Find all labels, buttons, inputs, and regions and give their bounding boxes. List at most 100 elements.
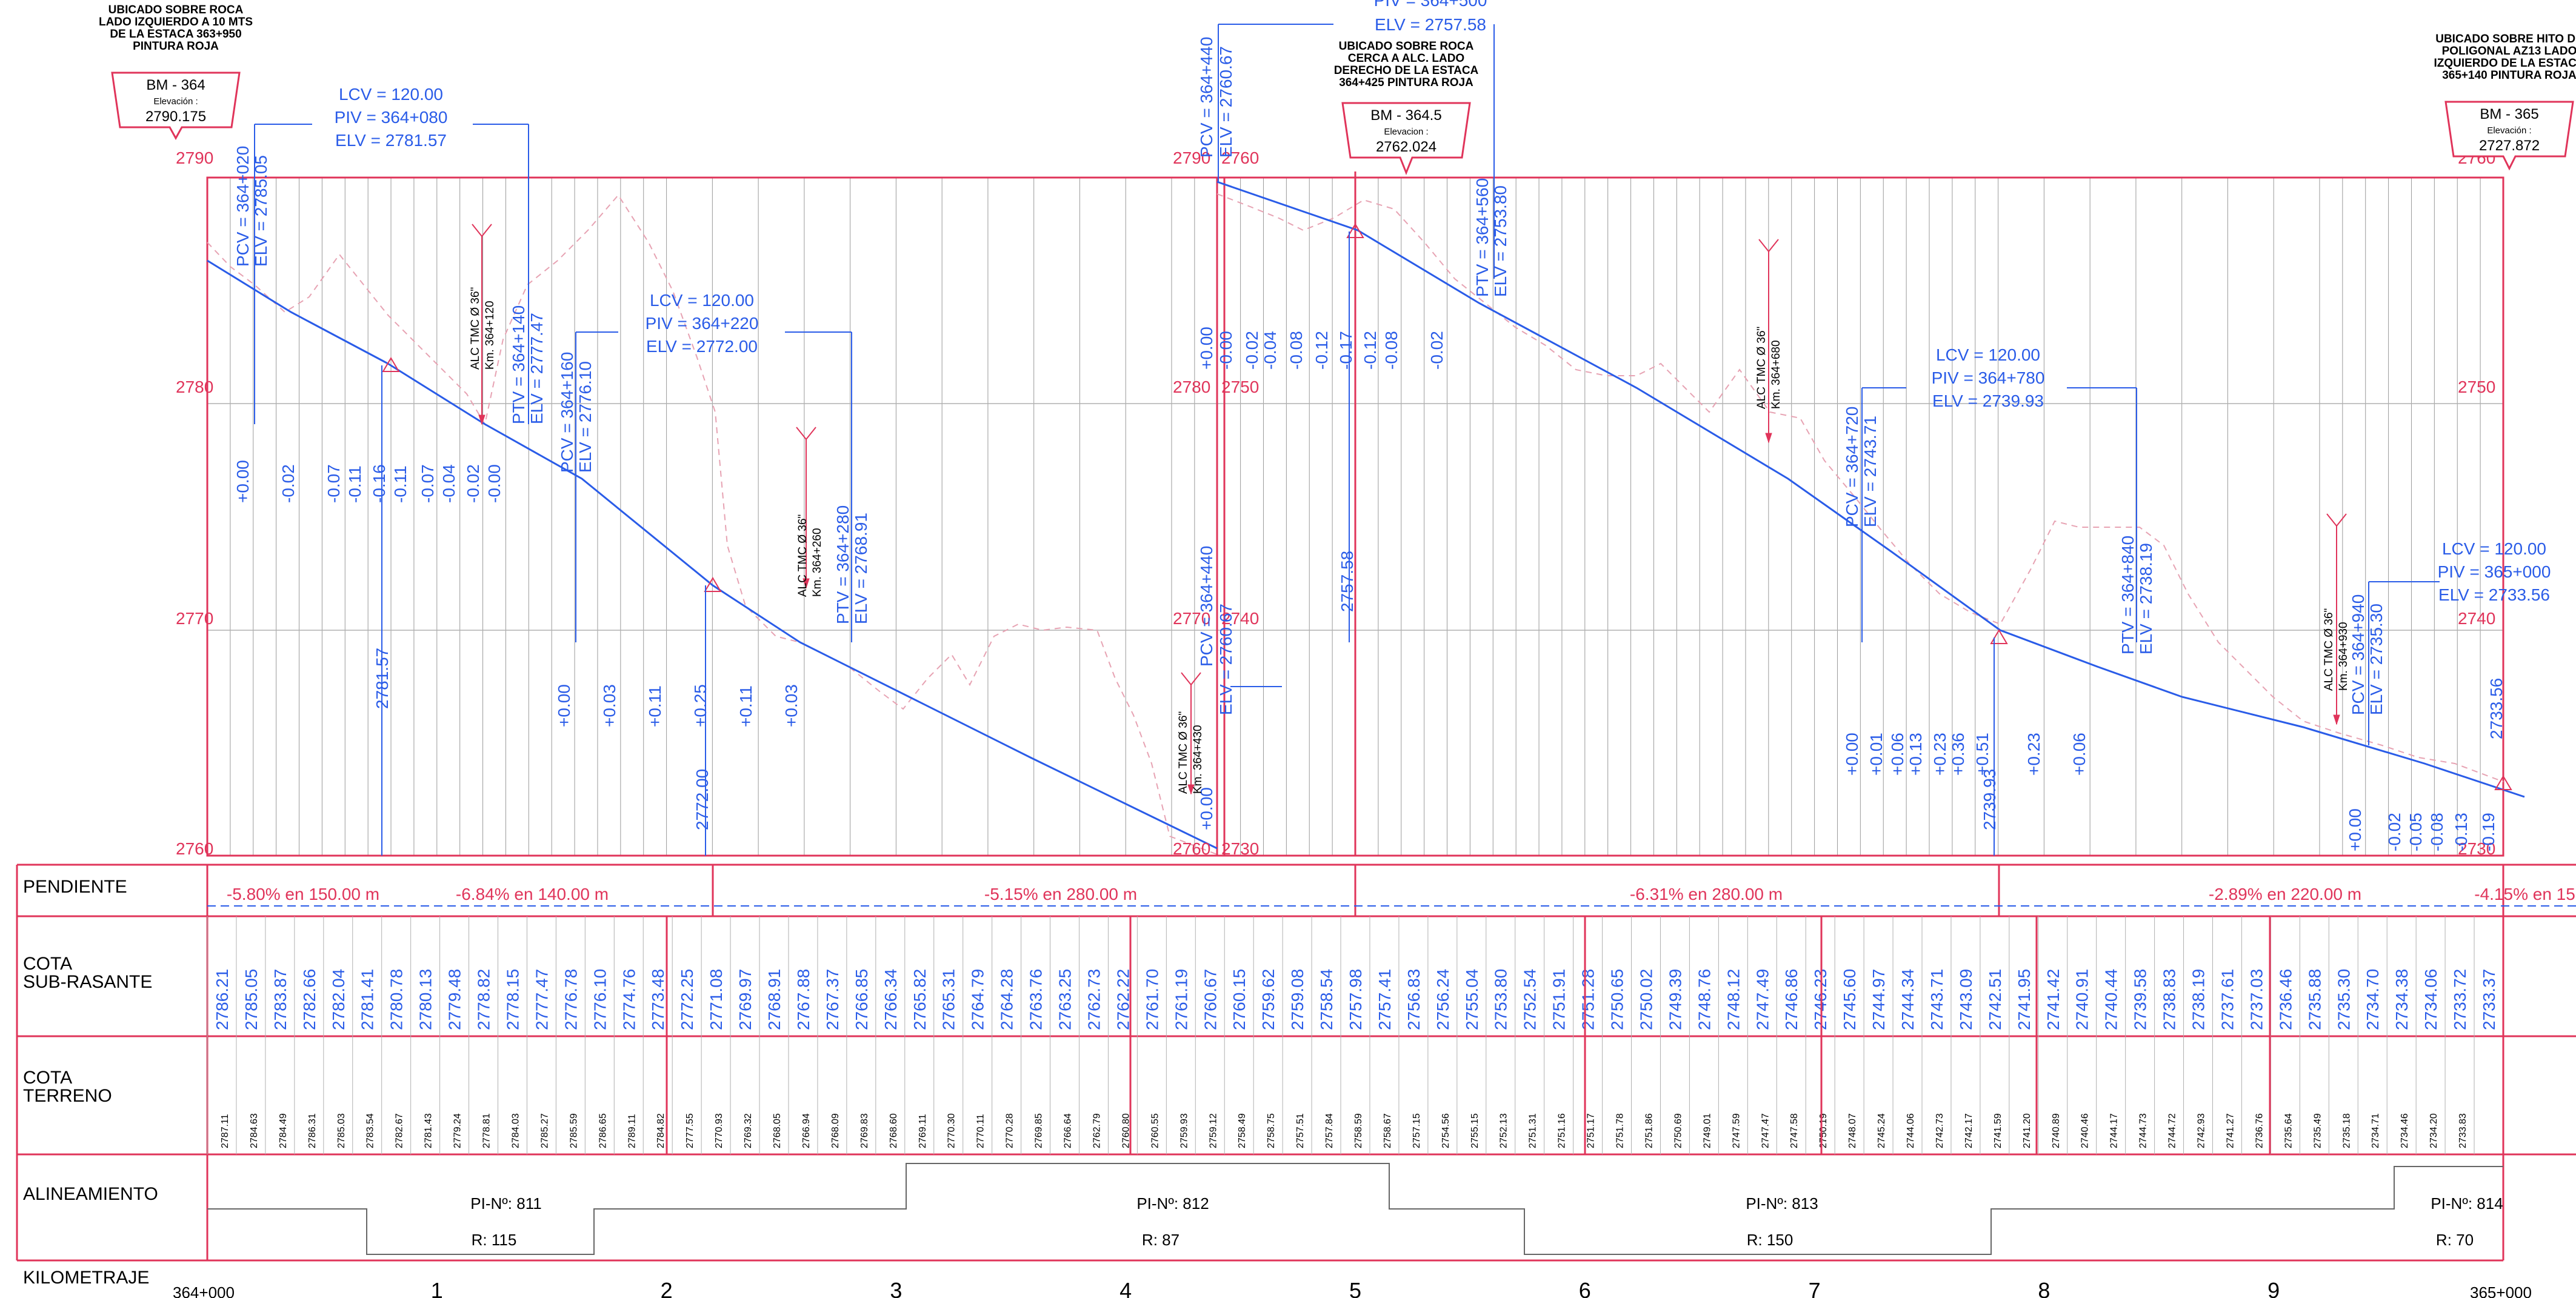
piv-label: PIV = 364+500 xyxy=(1374,0,1487,10)
slope-label: -5.80% en 150.00 m xyxy=(227,885,379,904)
piv-marker-icon xyxy=(1346,223,1364,238)
curve-correction-label: -0.04 xyxy=(1261,331,1280,370)
cota-terreno-value: 2769.83 xyxy=(859,1113,870,1148)
design-grade-line xyxy=(207,181,2525,850)
cota-terreno-value: 2741.20 xyxy=(2022,1113,2032,1148)
benchmark-note: DE LA ESTACA 363+950 xyxy=(110,28,241,41)
alignment-radius-label: R: 70 xyxy=(2436,1231,2474,1249)
curve-correction-label: -0.07 xyxy=(324,464,343,503)
cota-terreno-value: 2734.46 xyxy=(2400,1113,2410,1148)
cota-subrasante-value: 2767.88 xyxy=(794,969,813,1030)
benchmark-note: PINTURA ROJA xyxy=(133,40,219,53)
benchmark-elev-label: Elevacion : xyxy=(1384,127,1428,137)
cota-terreno-value: 2751.86 xyxy=(1644,1113,1654,1148)
curve-correction-label: +0.51 xyxy=(1973,733,1992,776)
cota-terreno-value: 2751.17 xyxy=(1586,1113,1597,1148)
cota-terreno-value: 2744.73 xyxy=(2138,1113,2149,1148)
piv-label: PIV = 365+000 xyxy=(2438,562,2551,581)
elevation-tick-label: 2750 xyxy=(1221,378,1259,396)
elevation-tick-label: 2730 xyxy=(1221,839,1259,858)
culvert-marker: ALC TMC Ø 36"Km. 364+430 xyxy=(1177,672,1204,795)
cota-subrasante-value: 2748.76 xyxy=(1695,969,1713,1030)
cota-terreno-value: 2777.55 xyxy=(685,1113,695,1148)
culvert-label: ALC TMC Ø 36" xyxy=(469,287,482,370)
curve-correction-label: +0.00 xyxy=(233,460,252,503)
piv-marker-icon xyxy=(382,357,400,372)
cota-subrasante-value: 2744.34 xyxy=(1898,969,1917,1030)
curve-correction-label: +0.25 xyxy=(691,684,710,727)
terrain-line-right xyxy=(1216,193,2504,782)
piv-elevation-label: 2733.56 xyxy=(2487,678,2506,739)
benchmark-note: UBICADO SOBRE HITO DE xyxy=(2435,33,2576,45)
cota-subrasante-value: 2782.66 xyxy=(300,969,319,1030)
cota-subrasante-value: 2763.76 xyxy=(1027,969,1046,1030)
cota-subrasante-value: 2737.61 xyxy=(2218,969,2237,1030)
cota-subrasante-value: 2764.79 xyxy=(969,969,987,1030)
cota-subrasante-value: 2764.28 xyxy=(998,969,1016,1030)
curve-correction-label: -0.13 xyxy=(2452,813,2471,851)
curve-correction-label: +0.11 xyxy=(736,685,755,727)
cota-terreno-value: 2735.18 xyxy=(2341,1113,2352,1148)
cota-terreno-value: 2783.54 xyxy=(365,1113,376,1148)
benchmark-elevation: 2762.024 xyxy=(1376,139,1436,155)
alignment-radius-label: R: 150 xyxy=(1747,1231,1794,1249)
pcv-ptv-label: ELV = 2753.80 xyxy=(1491,185,1510,297)
row-label-kilometraje: KILOMETRAJE xyxy=(23,1268,149,1288)
cota-terreno-value: 2768.09 xyxy=(830,1113,841,1148)
cota-terreno-value: 2759.12 xyxy=(1208,1113,1218,1148)
lcv-label: LCV = 120.00 xyxy=(2442,539,2546,558)
curve-correction-label: +0.00 xyxy=(2346,808,2364,851)
cota-subrasante-value: 2779.48 xyxy=(445,969,464,1030)
cota-terreno-value: 2747.58 xyxy=(1789,1113,1800,1148)
km-start-label: 364+000 xyxy=(173,1283,235,1298)
cota-terreno-value: 2758.75 xyxy=(1266,1113,1276,1148)
design-grade-left xyxy=(207,259,1218,850)
cota-terreno-value: 2740.46 xyxy=(2080,1113,2090,1148)
cota-terreno-value: 2744.72 xyxy=(2167,1113,2178,1148)
cota-subrasante-value: 2733.72 xyxy=(2451,969,2469,1030)
cota-subrasante-value: 2778.82 xyxy=(475,969,493,1030)
culvert-arrow xyxy=(796,427,807,440)
terrain-line-left xyxy=(207,194,1218,855)
culvert-label: ALC TMC Ø 36" xyxy=(1177,711,1190,794)
cota-terreno-value: 2734.20 xyxy=(2429,1113,2439,1148)
cota-terreno-value: 2741.59 xyxy=(1993,1113,2003,1148)
cota-subrasante-value: 2749.39 xyxy=(1666,969,1684,1030)
cota-subrasante-value: 2738.19 xyxy=(2189,969,2208,1030)
cota-subrasante-value: 2774.76 xyxy=(619,969,638,1030)
row-label-alineamiento: ALINEAMIENTO xyxy=(23,1184,158,1204)
slope-label: -5.15% en 280.00 m xyxy=(984,885,1137,904)
cota-terreno-value: 2754.56 xyxy=(1441,1113,1451,1148)
cota-subrasante-value: 2753.80 xyxy=(1492,969,1510,1030)
culvert-marker: ALC TMC Ø 36"Km. 364+120 xyxy=(469,224,496,425)
cota-terreno-value: 2758.67 xyxy=(1383,1113,1393,1148)
curve-correction-label: -0.00 xyxy=(485,464,504,503)
lcv-label: LCV = 120.00 xyxy=(650,291,754,310)
cota-terreno-value: 2766.94 xyxy=(801,1113,812,1148)
cota-terreno-value: 2741.27 xyxy=(2225,1113,2235,1148)
cota-terreno-value: 2787.11 xyxy=(220,1114,230,1148)
curve-correction-label: +0.01 xyxy=(1867,733,1886,776)
cota-subrasante-value: 2769.97 xyxy=(736,969,755,1030)
curve-correction-label: -0.00 xyxy=(1216,331,1235,370)
curve-correction-label: +0.11 xyxy=(646,685,664,727)
cota-terreno-value: 2747.47 xyxy=(1760,1113,1770,1148)
cota-subrasante-value: 2780.78 xyxy=(387,969,406,1030)
lcv-label: LCV = 120.00 xyxy=(1936,345,2040,364)
cota-terreno-value: 2784.63 xyxy=(249,1113,259,1148)
cota-subrasante-value: 2743.09 xyxy=(1957,969,1975,1030)
km-tick-label: 3 xyxy=(890,1278,902,1298)
cota-terreno-value: 2782.67 xyxy=(395,1113,405,1148)
elv-label: ELV = 2772.00 xyxy=(646,337,758,356)
benchmark-note: IZQUIERDO DE LA ESTACA xyxy=(2434,57,2576,70)
pcv-ptv-label: ELV = 2776.10 xyxy=(576,361,595,473)
cota-subrasante-value: 2755.04 xyxy=(1463,969,1481,1030)
cota-terreno-value: 2762.79 xyxy=(1092,1113,1102,1148)
curve-correction-label: -0.16 xyxy=(370,464,389,503)
km-tick-label: 1 xyxy=(431,1278,443,1298)
cota-subrasante-value: 2756.83 xyxy=(1404,969,1423,1030)
elevation-tick-label: 2750 xyxy=(2458,378,2495,396)
cota-subrasante-value: 2761.19 xyxy=(1172,969,1190,1030)
